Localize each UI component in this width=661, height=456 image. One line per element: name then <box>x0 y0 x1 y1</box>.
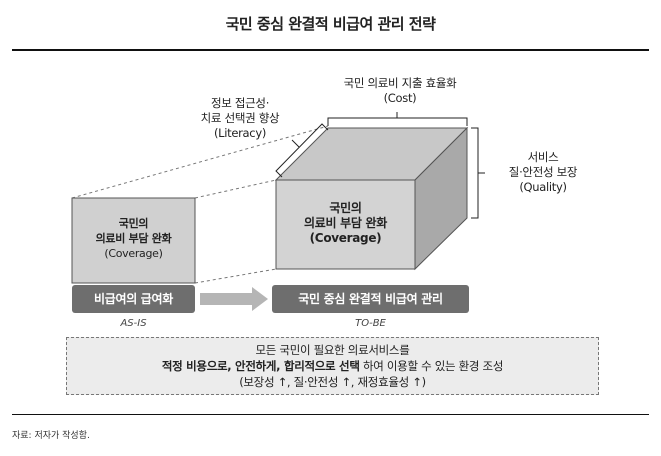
literacy-label-line3: (Literacy) <box>213 126 267 140</box>
cube-front-line1: 국민의 <box>329 201 362 215</box>
quality-bracket <box>471 127 479 219</box>
quality-label-line3: (Quality) <box>519 180 567 194</box>
small-box-text: 국민의 의료비 부담 완화 (Coverage) <box>72 216 195 261</box>
connector-top <box>71 125 329 199</box>
connector-mid <box>194 179 277 199</box>
small-box-line2: 의료비 부담 완화 <box>95 232 172 245</box>
small-box-line1: 국민의 <box>118 217 149 230</box>
literacy-label-line2: 치료 선택권 향상 <box>200 111 280 125</box>
cost-label-line2: (Cost) <box>383 91 417 105</box>
cost-label-line1: 국민 의료비 지출 효율화 <box>343 76 457 90</box>
to-be-tag: TO-BE <box>355 318 386 329</box>
as-is-tag: AS-IS <box>120 318 147 329</box>
connector-bottom <box>194 268 277 284</box>
quality-label-line2: 질·안전성 보장 <box>508 165 578 179</box>
small-box-line3: (Coverage) <box>104 247 163 260</box>
as-is-pill: 비급여의 급여화 <box>72 285 195 313</box>
cube-front-text: 국민의 의료비 부담 완화 (Coverage) <box>276 201 415 246</box>
literacy-bracket <box>275 123 329 178</box>
cube-front-line2: 의료비 부담 완화 <box>304 216 387 230</box>
summary-box: 모든 국민이 필요한 의료서비스를 적정 비용으로, 안전하게, 합리적으로 선… <box>66 337 599 395</box>
cost-bracket <box>327 117 468 126</box>
cube-front-face <box>275 179 416 270</box>
cost-label: 국민 의료비 지출 효율화 (Cost) <box>310 76 490 106</box>
quality-label-line1: 서비스 <box>527 150 559 164</box>
summary-line1: 모든 국민이 필요한 의료서비스를 <box>255 343 410 357</box>
top-rule <box>12 49 649 51</box>
page-title: 국민 중심 완결적 비급여 관리 전략 <box>225 15 436 33</box>
summary-line2-rest: 하여 이용할 수 있는 환경 조성 <box>359 359 504 373</box>
literacy-label-line1: 정보 접근성· <box>210 96 270 110</box>
literacy-label: 정보 접근성· 치료 선택권 향상 (Literacy) <box>185 96 295 141</box>
cube-front-line3: (Coverage) <box>309 231 382 245</box>
flow-arrow <box>200 287 268 311</box>
summary-line3: (보장성 ↑, 질·안전성 ↑, 재정효율성 ↑) <box>239 375 426 389</box>
quality-label: 서비스 질·안전성 보장 (Quality) <box>488 150 598 195</box>
literacy-bracket-tick <box>291 139 300 148</box>
source-note: 자료: 저자가 작성함. <box>12 431 90 441</box>
small-box <box>71 197 196 284</box>
summary-line2-bold: 적정 비용으로, 안전하게, 합리적으로 선택 <box>161 359 360 373</box>
bottom-rule <box>12 414 649 415</box>
to-be-pill: 국민 중심 완결적 비급여 관리 <box>272 285 469 313</box>
summary-line2: 적정 비용으로, 안전하게, 합리적으로 선택 하여 이용할 수 있는 환경 조… <box>67 358 598 374</box>
